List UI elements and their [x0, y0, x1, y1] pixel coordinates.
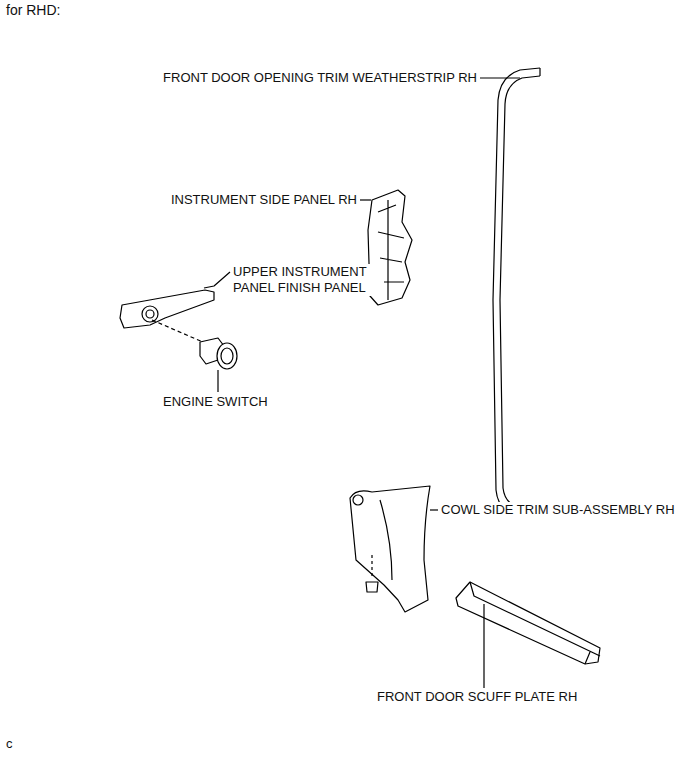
part-name: INSTRUMENT SIDE PANEL RH [170, 192, 358, 208]
part-name: FRONT DOOR OPENING TRIM WEATHERSTRIP RH [162, 70, 478, 86]
leader-line [360, 199, 371, 200]
leader-line [480, 77, 520, 78]
leader-line [217, 370, 218, 392]
page-title: for RHD: [5, 2, 61, 18]
part-name: UPPER INSTRUMENT PANEL FINISH PANEL [232, 264, 384, 296]
figure-code: c [5, 736, 14, 752]
cowl-side-trim [350, 486, 430, 612]
part-name: COWL SIDE TRIM SUB-ASSEMBLY RH [440, 502, 676, 518]
part-name: ENGINE SWITCH [162, 394, 269, 410]
leader-line [204, 272, 230, 288]
leader-line [430, 509, 438, 510]
finish-panel [120, 290, 214, 328]
part-name: FRONT DOOR SCUFF PLATE RH [376, 689, 578, 705]
weatherstrip [500, 76, 540, 508]
leader-line [483, 604, 484, 688]
weatherstrip [493, 68, 540, 516]
scuff-plate [456, 582, 600, 664]
